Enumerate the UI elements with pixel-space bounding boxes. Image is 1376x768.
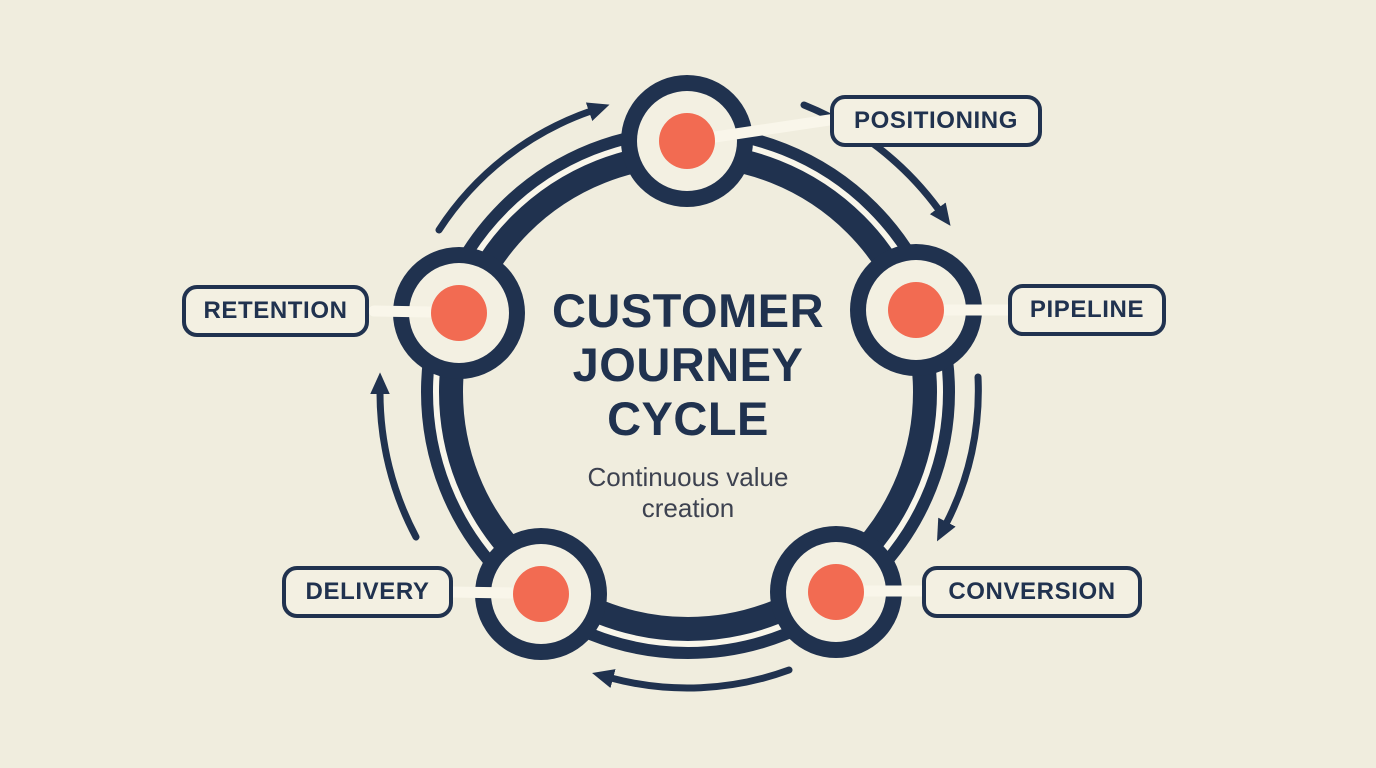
node-pipeline-dot	[888, 282, 944, 338]
arrow-conversion-to-delivery	[592, 666, 793, 692]
cycle-title: CUSTOMER JOURNEY CYCLE	[488, 284, 888, 446]
node-positioning-dot	[659, 113, 715, 169]
flow-arrows	[370, 101, 982, 692]
stage-label-delivery: DELIVERY	[282, 566, 453, 618]
node-retention-dot	[431, 285, 487, 341]
stage-dots	[431, 113, 944, 622]
stage-label-retention: RETENTION	[182, 285, 369, 337]
connector-retention	[368, 305, 437, 318]
cycle-title-line-2: JOURNEY	[572, 338, 804, 391]
arrow-positioning-to-pipeline	[800, 101, 951, 226]
node-conversion-dot	[808, 564, 864, 620]
stage-label-positioning: POSITIONING	[830, 95, 1042, 147]
arrow-delivery-to-retention	[370, 372, 420, 541]
stage-label-conversion: CONVERSION	[922, 566, 1142, 618]
label-connectors	[368, 113, 1020, 599]
node-delivery-dot	[513, 566, 569, 622]
connector-positioning	[709, 113, 842, 143]
connector-delivery	[443, 586, 519, 599]
cycle-title-line-3: CYCLE	[607, 392, 769, 445]
cycle-title-line-1: CUSTOMER	[551, 284, 825, 337]
cycle-subtitle: Continuous value creation	[587, 462, 789, 523]
arrow-pipeline-to-conversion	[937, 373, 982, 542]
stage-label-pipeline: PIPELINE	[1008, 284, 1166, 336]
arrow-retention-to-positioning	[435, 102, 610, 234]
